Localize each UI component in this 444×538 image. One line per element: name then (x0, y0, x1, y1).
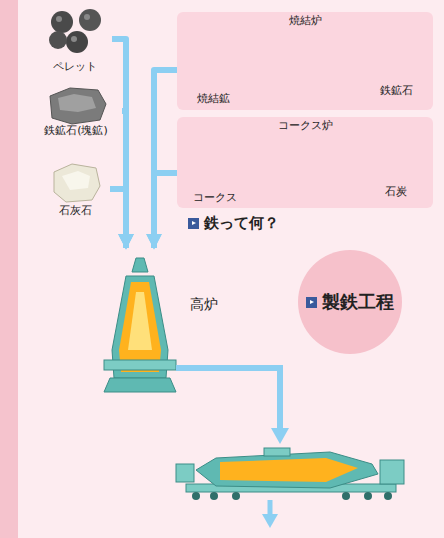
limestone-picture (54, 164, 100, 202)
lump-ore-picture (50, 88, 106, 124)
blast-furnace (104, 378, 176, 392)
link-label: 鉄って何？ (188, 214, 279, 233)
flow-connector (110, 189, 126, 248)
pellet-picture (84, 14, 90, 20)
car-wheels (192, 492, 392, 500)
material-item: コークス (179, 141, 251, 205)
flow-arrow (271, 428, 289, 444)
blast-furnace (132, 258, 148, 272)
node-label: ペレット (53, 60, 97, 74)
material-item: 石灰石 (40, 160, 110, 218)
plant-panel: コークス炉コークス 石炭 (177, 117, 433, 208)
plant-panel: 焼結炉焼結鉱 鉄鉱石 (177, 12, 433, 110)
car-wheels (384, 492, 392, 500)
link-text: 鉄って何？ (204, 214, 279, 233)
panel-heading: 焼結炉 (177, 14, 433, 28)
torpedo-car (264, 448, 290, 456)
pellet-picture (49, 31, 67, 49)
flow-arrow (176, 368, 280, 430)
flow-arrow (262, 514, 278, 528)
node-label: 高炉 (190, 296, 218, 314)
material-item: ペレット (38, 4, 112, 74)
material-item: 鉄鉱石(塊鉱) (30, 84, 122, 138)
material-item: 焼結鉱 (181, 34, 245, 106)
torpedo-car (176, 464, 194, 482)
flow-connector (154, 173, 179, 248)
side-band (0, 0, 18, 538)
pellet-picture (56, 16, 62, 22)
car-wheels (364, 492, 372, 500)
node-label: 石灰石 (59, 204, 92, 218)
pellet-picture (49, 9, 101, 53)
car-wheels (192, 492, 200, 500)
node-label: コークス (193, 191, 237, 205)
torpedo-car (380, 460, 404, 484)
link-icon (188, 218, 199, 229)
car-wheels (342, 492, 350, 500)
link-icon (306, 297, 317, 308)
lump-ore-picture (50, 88, 106, 124)
blast-furnace (104, 360, 176, 370)
flow-arrow (176, 368, 289, 444)
torpedo-car (176, 448, 404, 492)
car-wheels (232, 492, 240, 500)
material-item: 石炭 (365, 137, 427, 199)
car-wheels (210, 492, 218, 500)
pellet-picture (79, 9, 101, 31)
flow-arrow (262, 500, 278, 528)
node-label: 鉄鉱石 (380, 84, 413, 98)
node-label: 鉄鉱石(塊鉱) (44, 124, 108, 138)
furnace-unit: 高炉 (96, 248, 236, 398)
material-item: 鉄鉱石 (363, 32, 429, 98)
blast-furnace (128, 292, 152, 350)
flow-arrow (268, 500, 273, 516)
torpedo-car (220, 458, 358, 482)
node-label: 製鉄工程 (306, 290, 394, 314)
node-label: 石炭 (385, 185, 407, 199)
process-circle: 製鉄工程 (298, 250, 402, 354)
limestone-picture (62, 171, 90, 190)
pellet-picture (71, 36, 77, 42)
limestone-picture (54, 164, 100, 202)
blast-furnace (104, 258, 176, 392)
node-label: 焼結鉱 (197, 92, 230, 106)
panel-heading: コークス炉 (177, 119, 433, 133)
pellet-picture (51, 11, 73, 33)
torpedo-car (196, 452, 378, 488)
pellet-picture (66, 31, 88, 53)
blast-furnace (119, 282, 161, 372)
lump-ore-picture (58, 94, 96, 112)
